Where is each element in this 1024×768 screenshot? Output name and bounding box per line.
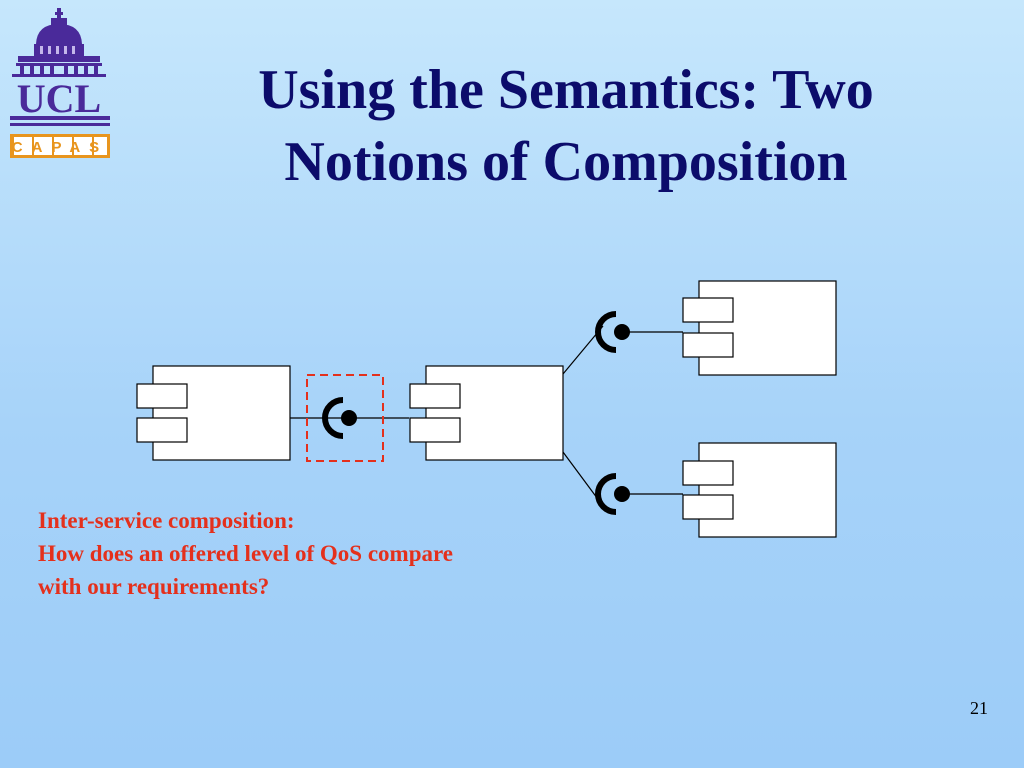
caption-line-2: How does an offered level of QoS compare [38, 541, 454, 566]
page-title: Using the Semantics: Two Notions of Comp… [196, 54, 936, 198]
component-left [136, 365, 291, 461]
component-left-port-1 [136, 383, 188, 409]
title-line-2: Notions of Composition [284, 131, 848, 193]
component-left-port-2 [136, 417, 188, 443]
caption: Inter-service composition: How does an o… [38, 504, 453, 603]
component-bottom-right-port-1 [682, 460, 734, 486]
component-bottom-right [682, 442, 837, 538]
caption-line-1: Inter-service composition: [38, 508, 295, 533]
component-middle-port-2 [409, 417, 461, 443]
ball-socket-middle [322, 397, 357, 439]
caption-line-3: with our requirements? [38, 574, 270, 599]
highlight-box [306, 374, 384, 462]
component-top-right [682, 280, 837, 376]
component-top-right-port-1 [682, 297, 734, 323]
component-top-right-port-2 [682, 332, 734, 358]
page-number: 21 [970, 698, 988, 718]
title-line-1: Using the Semantics: Two [258, 59, 874, 121]
ball-socket-bottom [595, 473, 630, 515]
component-middle [409, 365, 564, 461]
component-bottom-right-port-2 [682, 494, 734, 520]
ball-socket-top [595, 311, 630, 353]
capas-logo-text: CAPAS [12, 139, 108, 156]
ucl-logo: UCL CAPAS [10, 8, 110, 158]
ucl-logo-text: UCL [17, 76, 101, 121]
component-middle-port-1 [409, 383, 461, 409]
